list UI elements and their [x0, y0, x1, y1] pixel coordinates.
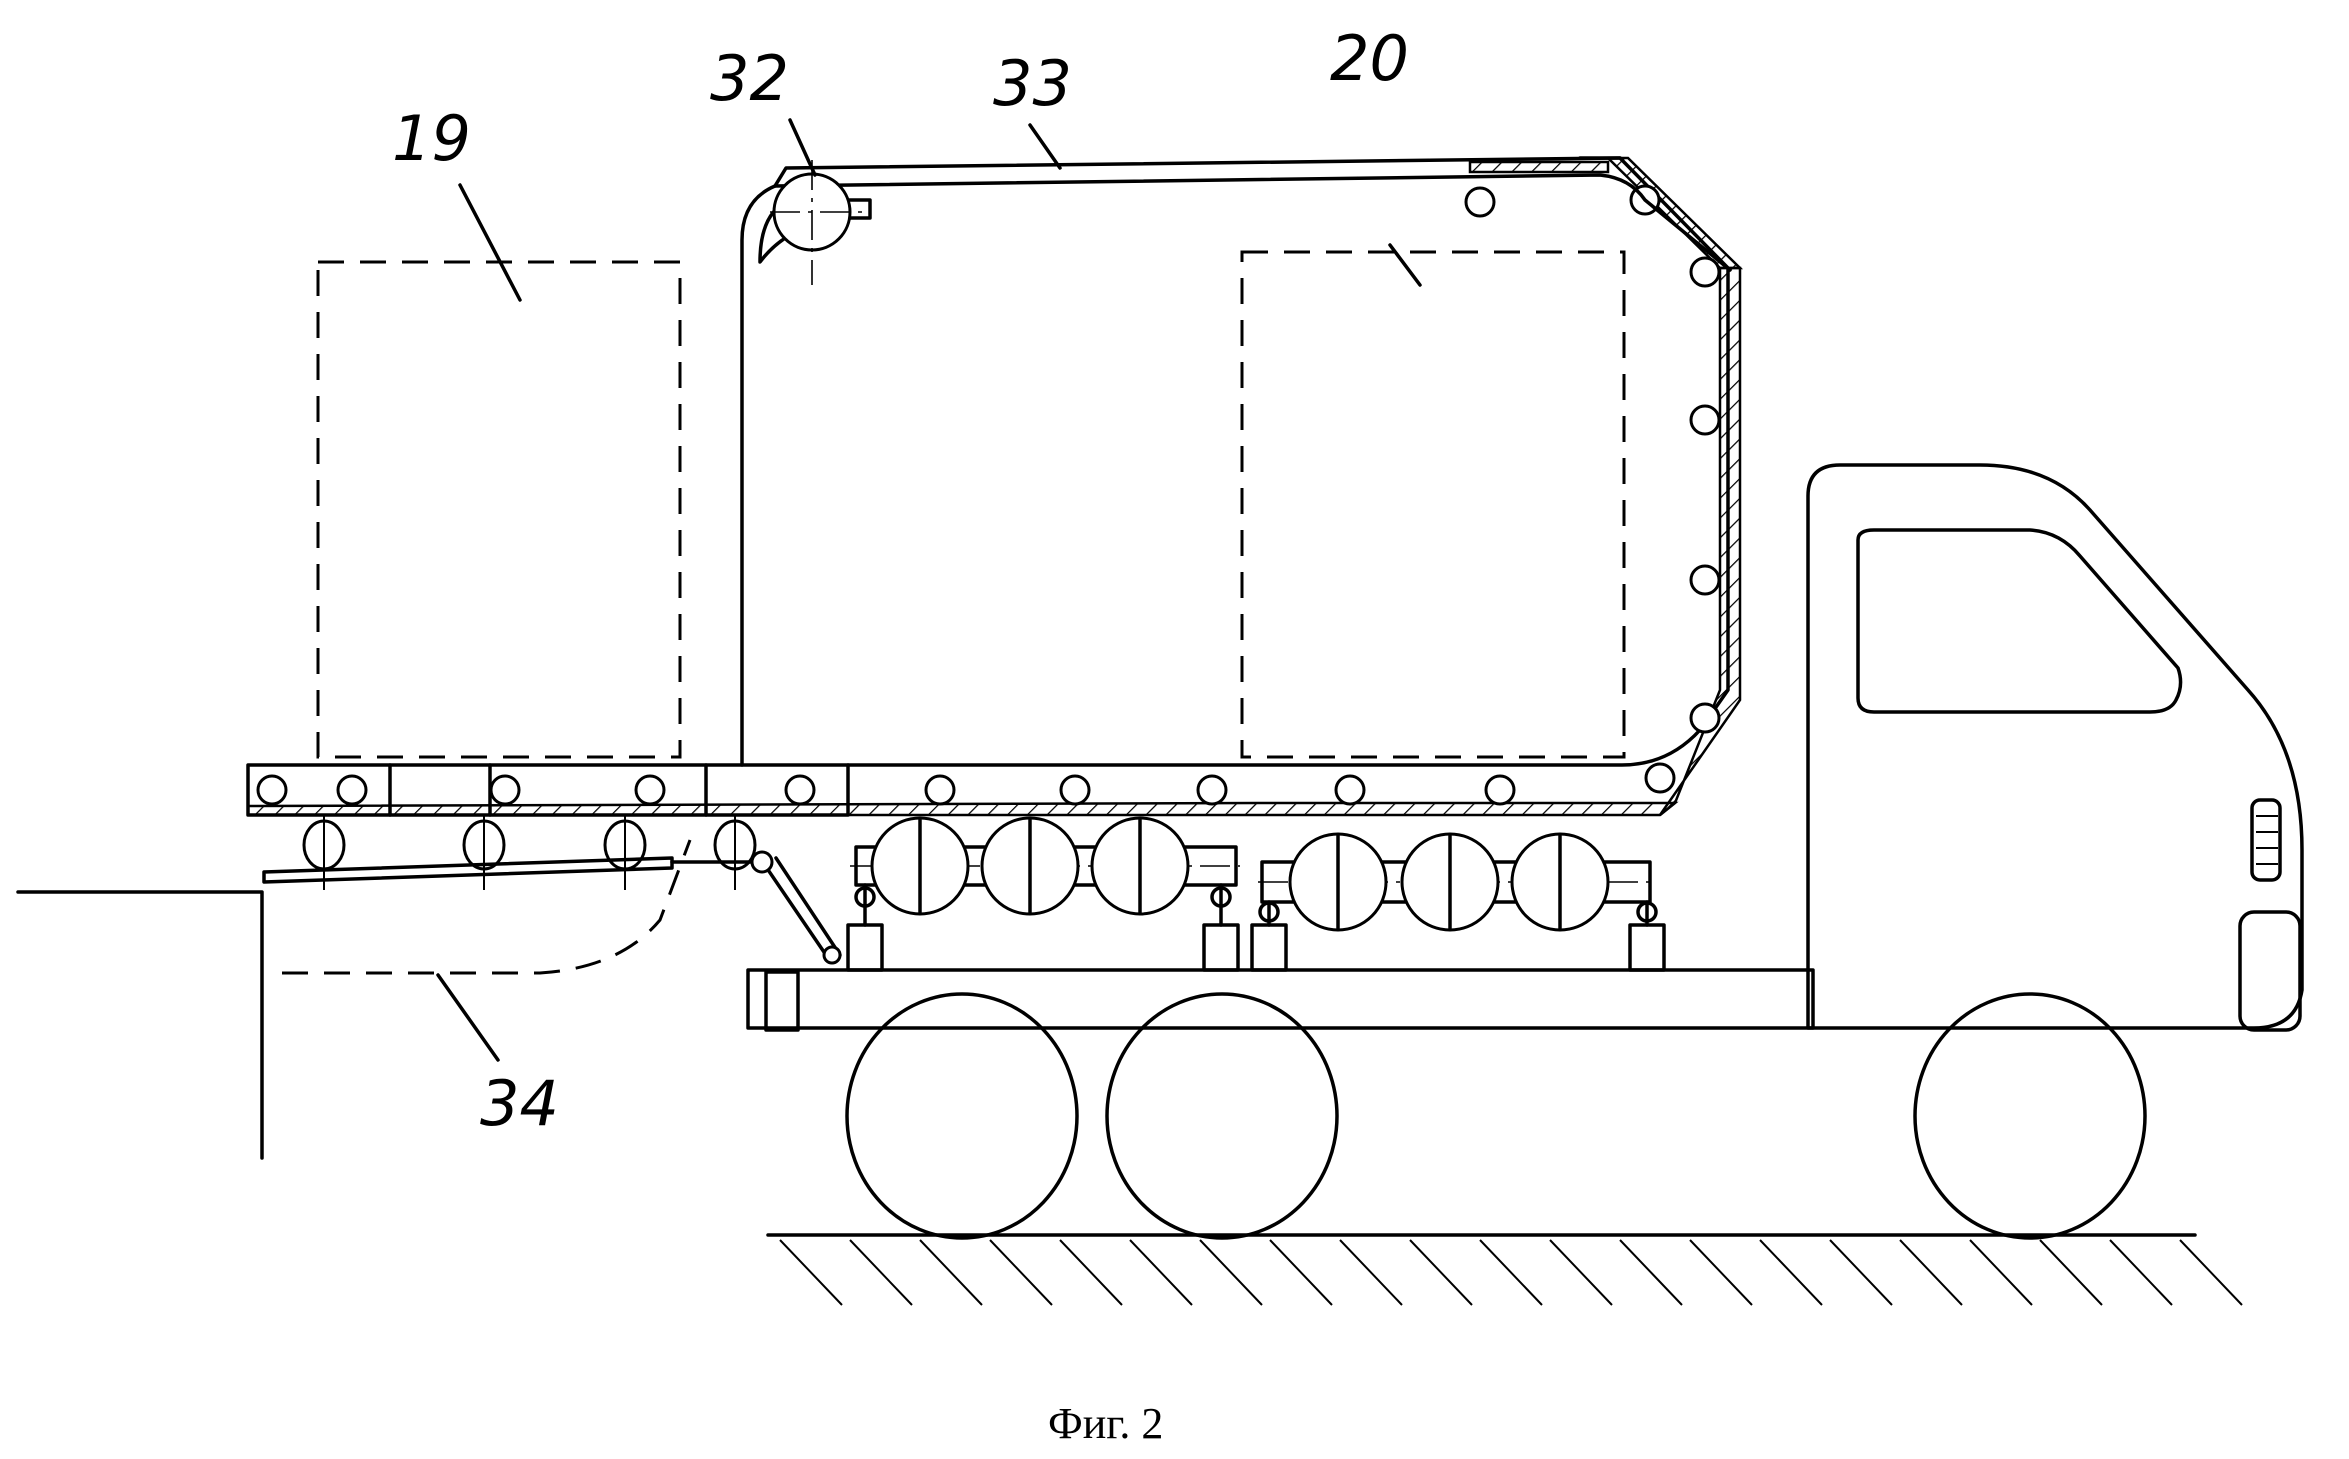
- conveyor-roller: [1466, 188, 1494, 216]
- loading-dock: [18, 892, 262, 1158]
- ground-hatch-line: [1900, 1240, 1962, 1305]
- label-33: 33: [993, 47, 1072, 120]
- ground-hatch-line: [1690, 1240, 1752, 1305]
- conveyor-roller: [258, 776, 286, 804]
- truck-cab: [1808, 465, 2302, 1030]
- conveyor-rollers: [258, 186, 1719, 804]
- conveyor-roller: [1336, 776, 1364, 804]
- ground-hatch-line: [1410, 1240, 1472, 1305]
- truck-chassis: [748, 970, 1813, 1030]
- ground-hatch-line: [2180, 1240, 2242, 1305]
- ground-hatch-line: [850, 1240, 912, 1305]
- truck-wheels: [847, 994, 2145, 1238]
- conveyor-roller: [491, 776, 519, 804]
- conveyor-roller: [1691, 566, 1719, 594]
- ground-hatch-line: [2040, 1240, 2102, 1305]
- conveyor-roller: [1646, 764, 1674, 792]
- ground-hatch-line: [1200, 1240, 1262, 1305]
- conveyor-frame: [248, 158, 1740, 815]
- label-32: 32: [710, 42, 789, 115]
- ground-hatch-line: [1620, 1240, 1682, 1305]
- ground-hatch-line: [920, 1240, 982, 1305]
- ground-hatch-line: [1270, 1240, 1332, 1305]
- container-cover: [742, 158, 1730, 765]
- transfer-ramp: [264, 852, 840, 963]
- headlight-lines: [2256, 816, 2278, 864]
- ground-hatch-line: [1340, 1240, 1402, 1305]
- conveyor-roller: [1691, 704, 1719, 732]
- ground-hatch-line: [1550, 1240, 1612, 1305]
- label-20: 20: [1330, 22, 1409, 95]
- ground-hatch-line: [780, 1240, 842, 1305]
- ground-hatch-line: [2110, 1240, 2172, 1305]
- container-19: [318, 262, 680, 757]
- ground-hatch-line: [1130, 1240, 1192, 1305]
- label-19: 19: [392, 102, 471, 175]
- conveyor-roller: [1691, 406, 1719, 434]
- headlight: [2252, 800, 2280, 880]
- figure-caption: Фиг. 2: [1048, 1399, 1163, 1448]
- conveyor-roller: [926, 776, 954, 804]
- roller-carriages: [848, 818, 1664, 970]
- conveyor-roller: [1198, 776, 1226, 804]
- ground-hatch-line: [990, 1240, 1052, 1305]
- conveyor-roller: [1486, 776, 1514, 804]
- conveyor-roller: [786, 776, 814, 804]
- conveyor-roller: [338, 776, 366, 804]
- ground-hatch-line: [1760, 1240, 1822, 1305]
- rear-wheel-2: [1107, 994, 1337, 1238]
- ground-hatch-line: [1060, 1240, 1122, 1305]
- ground-hatch-line: [1480, 1240, 1542, 1305]
- conveyor-roller: [1061, 776, 1089, 804]
- conveyor-roller: [1691, 258, 1719, 286]
- label-34: 34: [480, 1067, 559, 1140]
- ground: [768, 1235, 2242, 1305]
- conveyor-roller: [636, 776, 664, 804]
- container-20: [1242, 252, 1624, 757]
- rear-wheel-1: [847, 994, 1077, 1238]
- front-wheel: [1915, 994, 2145, 1238]
- ground-hatch-line: [1970, 1240, 2032, 1305]
- ground-hatch-line: [1830, 1240, 1892, 1305]
